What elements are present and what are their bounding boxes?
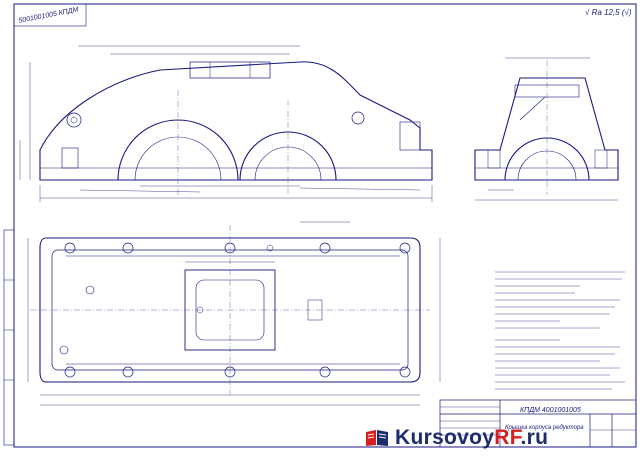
watermark-part1: Kursovoy	[395, 426, 495, 449]
front-view	[19, 45, 433, 202]
title-block	[439, 399, 637, 448]
roughness-mark: √ Ra 12,5 (√)	[585, 8, 632, 17]
stamp-box	[13, 3, 87, 27]
watermark-part3: .ru	[520, 426, 549, 449]
tech-requirements	[495, 271, 625, 390]
sheet-frame	[13, 3, 637, 448]
plan-view	[27, 221, 441, 406]
watermark-logo	[366, 430, 388, 446]
side-view	[474, 57, 619, 201]
binding-strip	[3, 229, 15, 446]
title-block-name: Крышка корпуса редуктора	[505, 425, 584, 431]
title-block-code: КПДМ 4001001005	[520, 407, 581, 414]
watermark-text[interactable]: KursovoyRF.ru	[395, 426, 548, 450]
watermark-part2: RF	[494, 426, 521, 449]
